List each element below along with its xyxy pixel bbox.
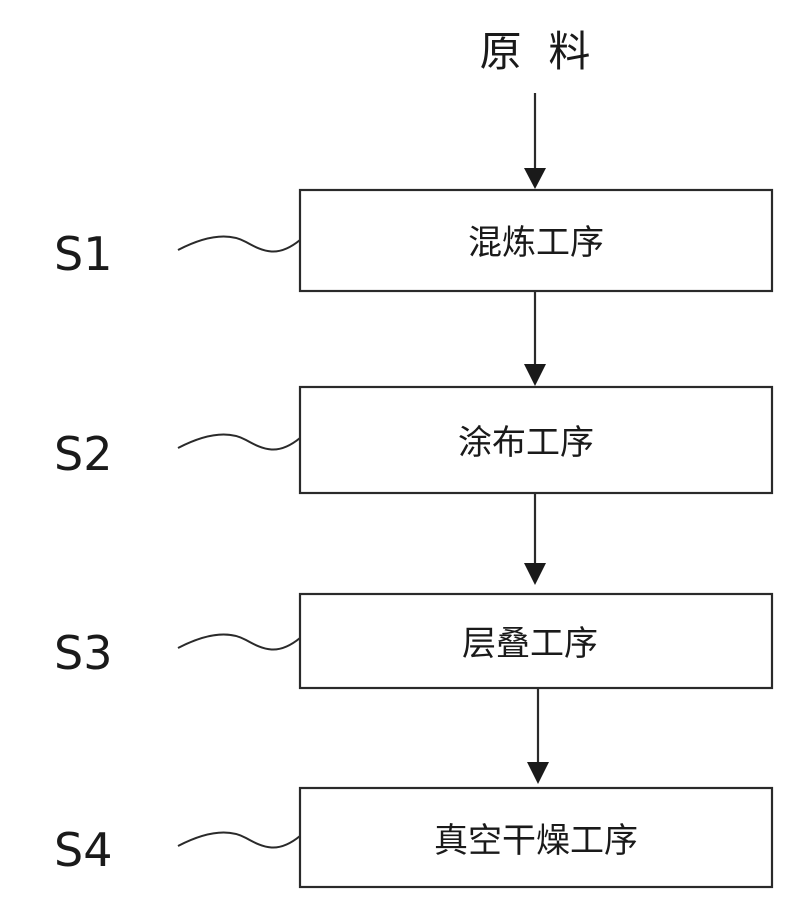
step-s1: 混炼工序 S1 — [54, 190, 772, 291]
input-label: 原 料 — [480, 27, 591, 76]
step-s4: 真空干燥工序 S4 — [54, 788, 772, 887]
step-s3-id: S3 — [54, 626, 112, 680]
step-s4-id: S4 — [54, 823, 112, 877]
step-s2-label: 涂布工序 — [458, 423, 594, 463]
step-s2-id: S2 — [54, 427, 112, 481]
step-s3-label: 层叠工序 — [462, 624, 598, 664]
step-s2: 涂布工序 S2 — [54, 387, 772, 493]
step-s3: 层叠工序 S3 — [54, 594, 772, 688]
step-s3-leader — [178, 634, 300, 649]
arrow-input-to-s1 — [524, 93, 546, 189]
step-s1-label: 混炼工序 — [468, 223, 604, 263]
arrow-s3-to-s4 — [527, 688, 549, 784]
step-s2-leader — [178, 434, 300, 449]
step-s1-leader — [178, 236, 300, 251]
step-s4-leader — [178, 832, 300, 847]
arrow-s2-to-s3 — [524, 493, 546, 585]
arrow-s1-to-s2 — [524, 291, 546, 386]
step-s1-id: S1 — [54, 227, 112, 281]
step-s4-label: 真空干燥工序 — [434, 821, 638, 861]
